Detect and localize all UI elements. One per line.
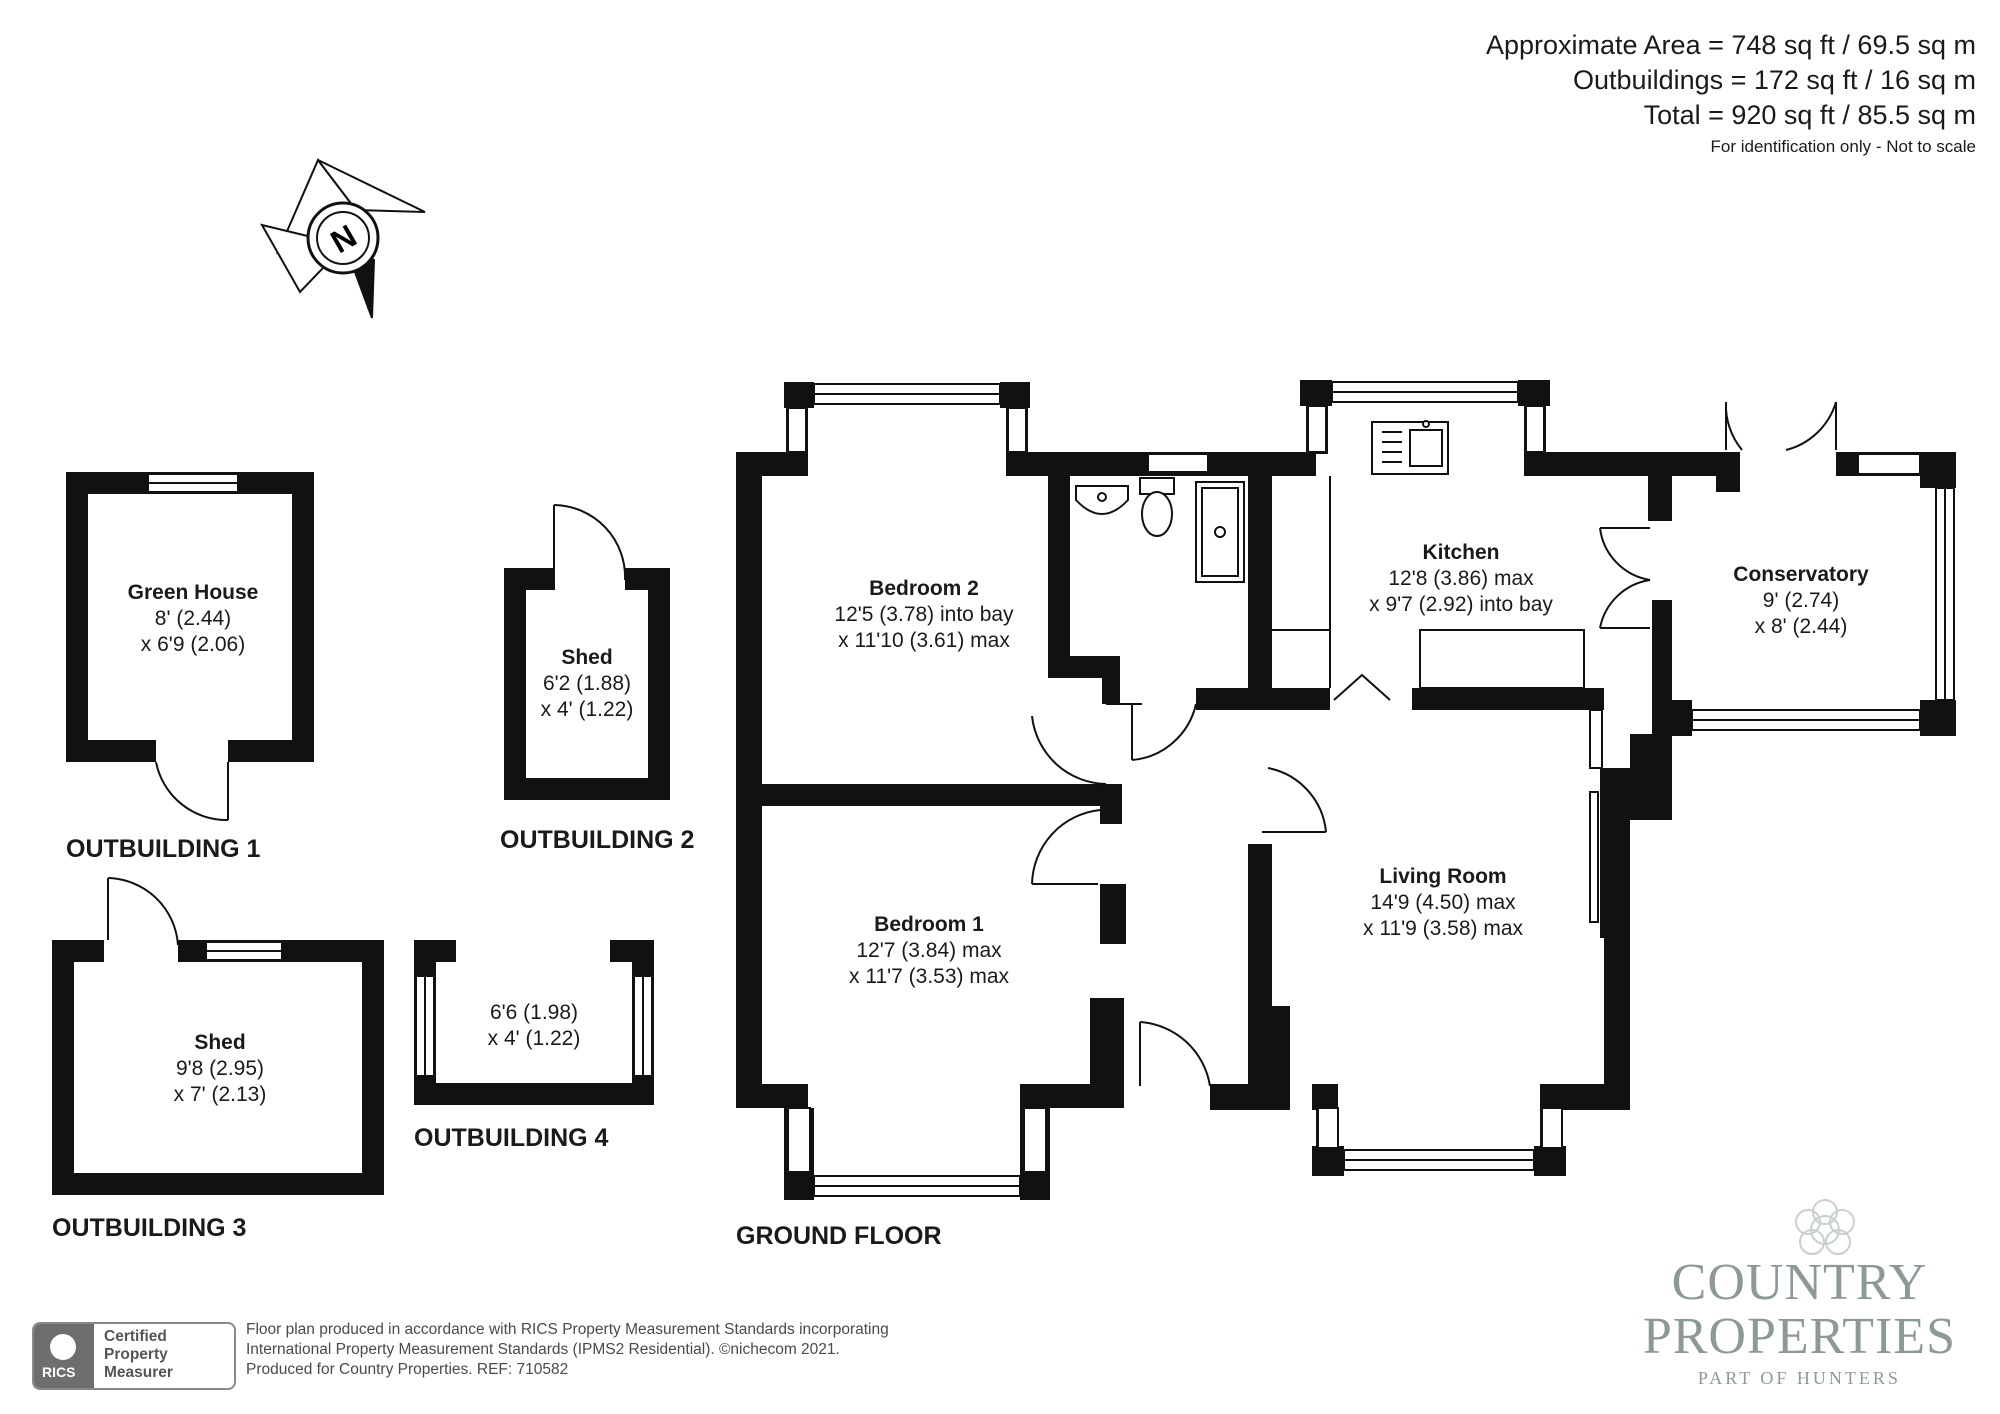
room-name: Conservatory: [1733, 563, 1869, 586]
room-name: Shed: [194, 1031, 246, 1054]
shed-2-door: [553, 504, 627, 590]
ground-floor-caption: GROUND FLOOR: [736, 1222, 942, 1250]
outbuilding-1-caption: OUTBUILDING 1: [66, 835, 261, 863]
room-name: Kitchen: [1422, 541, 1500, 564]
room-dimension: x 9'7 (2.92) into bay: [1369, 593, 1553, 616]
outbuildings-area: Outbuildings = 172 sq ft / 16 sq m: [1573, 65, 1976, 95]
room-dimension: x 11'9 (3.58) max: [1362, 917, 1524, 940]
ground-floor-doors: [1031, 401, 1837, 1087]
bathroom-fixtures: [1075, 477, 1245, 583]
outbuilding-3-caption: OUTBUILDING 3: [52, 1214, 247, 1242]
brand-logo: COUNTRY PROPERTIES PART OF HUNTERS: [1643, 1256, 1956, 1389]
rics-certification: Certified Property Measurer: [104, 1328, 173, 1382]
room-name: Living Room: [1379, 865, 1507, 888]
outbuilding-4-caption: OUTBUILDING 4: [414, 1124, 609, 1152]
brand-name-line1: COUNTRY: [1671, 1254, 1928, 1311]
room-dimension: x 7' (2.13): [173, 1083, 267, 1106]
room-dimension: x 6'9 (2.06): [140, 633, 246, 656]
conservatory-label: Conservatory 9' (2.74) x 8' (2.44): [1733, 562, 1868, 640]
outbuilding-4-label: 6'6 (1.98) x 4' (1.22): [488, 1000, 581, 1052]
footer-line: Floor plan produced in accordance with R…: [246, 1321, 889, 1338]
shed-2-label: Shed 6'2 (1.88) x 4' (1.22): [541, 645, 634, 723]
room-dimension: 6'2 (1.88): [542, 672, 632, 695]
shed-3-walls: [52, 940, 384, 1195]
room-dimension: 14'9 (4.50) max: [1370, 891, 1516, 914]
room-dimension: 12'7 (3.84) max: [856, 939, 1002, 962]
room-dimension: 8' (2.44): [154, 607, 232, 630]
total-area: Total = 920 sq ft / 85.5 sq m: [1643, 100, 1976, 130]
room-dimension: x 11'7 (3.53) max: [848, 965, 1010, 988]
room-dimension: x 8' (2.44): [1754, 615, 1848, 638]
room-name: Shed: [561, 646, 613, 669]
brand-name-line2: PROPERTIES: [1642, 1308, 1956, 1365]
rics-abbr: RICS: [42, 1364, 76, 1380]
footer-disclaimer: Floor plan produced in accordance with R…: [246, 1320, 889, 1380]
rics-cert-line: Measurer: [104, 1364, 173, 1381]
room-name: Green House: [127, 581, 259, 604]
rics-emblem-icon: [50, 1334, 76, 1360]
room-name: Bedroom 1: [874, 913, 984, 936]
room-dimension: 9' (2.74): [1762, 589, 1840, 612]
rics-cert-line: Certified: [104, 1328, 167, 1345]
bedroom-2-label: Bedroom 2 12'5 (3.78) into bay x 11'10 (…: [834, 576, 1013, 654]
rics-cert-line: Property: [104, 1346, 168, 1363]
area-summary: Approximate Area = 748 sq ft / 69.5 sq m…: [1486, 28, 1976, 161]
shed-3-label: Shed 9'8 (2.95) x 7' (2.13): [174, 1030, 267, 1108]
living-room-label: Living Room 14'9 (4.50) max x 11'9 (3.58…: [1363, 864, 1523, 942]
footer-line: International Property Measurement Stand…: [246, 1341, 840, 1358]
rics-badge: RICS Certified Property Measurer: [32, 1322, 236, 1390]
room-dimension: 6'6 (1.98): [489, 1001, 579, 1024]
approximate-area: Approximate Area = 748 sq ft / 69.5 sq m: [1485, 30, 1976, 60]
brand-flower-icon: [1795, 1199, 1855, 1255]
room-dimension: 9'8 (2.95): [175, 1057, 265, 1080]
brand-tagline: PART OF HUNTERS: [1697, 1368, 1901, 1388]
green-house-door: [155, 761, 229, 822]
room-dimension: x 4' (1.22): [487, 1027, 581, 1050]
outbuilding-2-caption: OUTBUILDING 2: [500, 826, 695, 854]
bedroom-1-label: Bedroom 1 12'7 (3.84) max x 11'7 (3.53) …: [849, 912, 1009, 990]
kitchen-fixtures: [1272, 420, 1585, 689]
ground-floor-windows: [787, 381, 1955, 1197]
compass-icon: N: [259, 158, 426, 319]
green-house-walls: [66, 472, 314, 762]
shed-2-walls: [504, 568, 670, 800]
rics-logo: RICS: [34, 1324, 94, 1388]
ground-floor-walls: [736, 380, 1956, 1200]
room-dimension: x 11'10 (3.61) max: [838, 629, 1010, 652]
room-dimension: 12'5 (3.78) into bay: [834, 603, 1014, 626]
room-name: Bedroom 2: [869, 577, 979, 600]
green-house-label: Green House 8' (2.44) x 6'9 (2.06): [128, 580, 259, 658]
footer-line: Produced for Country Properties. REF: 71…: [246, 1361, 569, 1378]
kitchen-label: Kitchen 12'8 (3.86) max x 9'7 (2.92) int…: [1369, 540, 1553, 618]
room-dimension: x 4' (1.22): [540, 698, 634, 721]
outbuilding-4-walls: [414, 940, 654, 1105]
scale-note: For identification only - Not to scale: [1710, 137, 1976, 156]
shed-3-door: [107, 877, 179, 946]
room-dimension: 12'8 (3.86) max: [1388, 567, 1534, 590]
